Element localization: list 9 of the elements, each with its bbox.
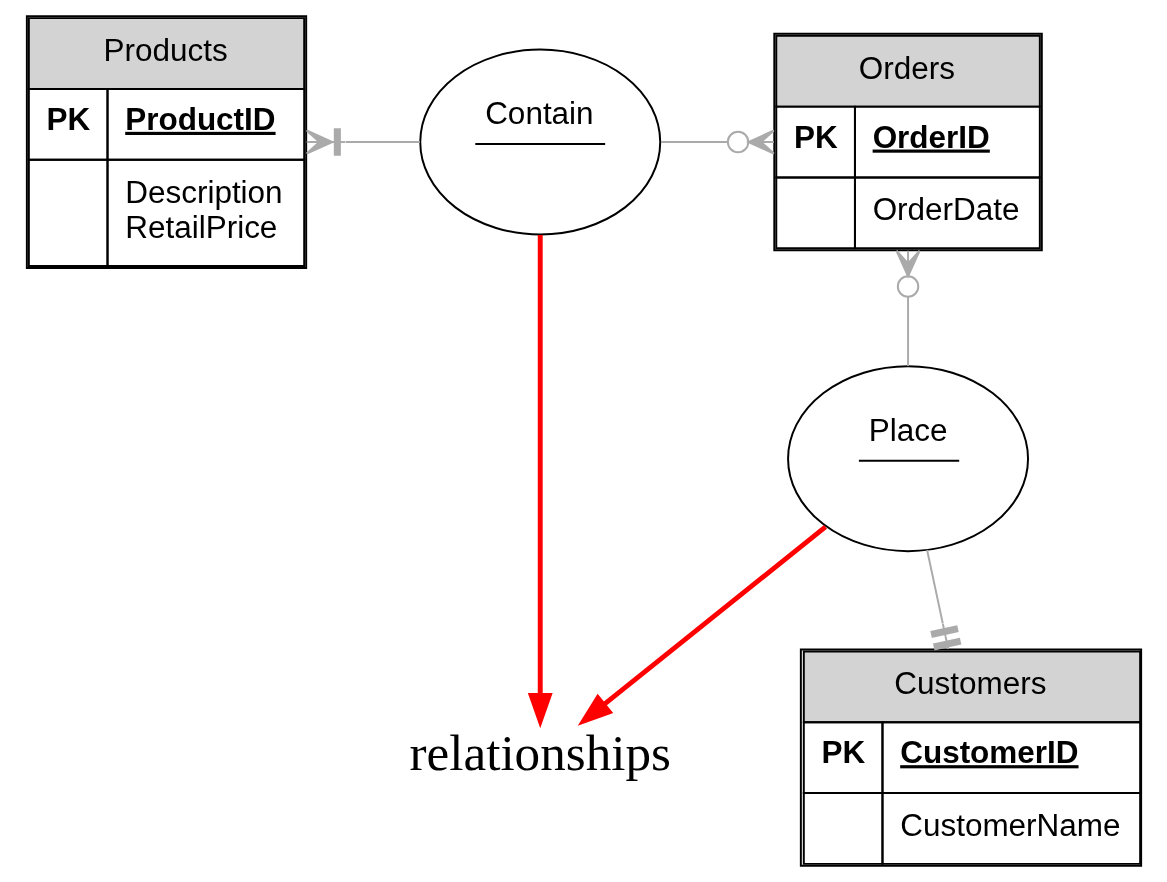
connector — [895, 249, 921, 368]
node-text: relationships — [409, 724, 671, 782]
arrow — [527, 234, 553, 729]
connector — [659, 129, 775, 155]
connector — [925, 549, 961, 651]
node-ellipse: Contain — [418, 48, 661, 236]
connector — [305, 128, 421, 156]
node-ellipse: Place — [786, 365, 1029, 553]
arrow — [577, 524, 827, 726]
